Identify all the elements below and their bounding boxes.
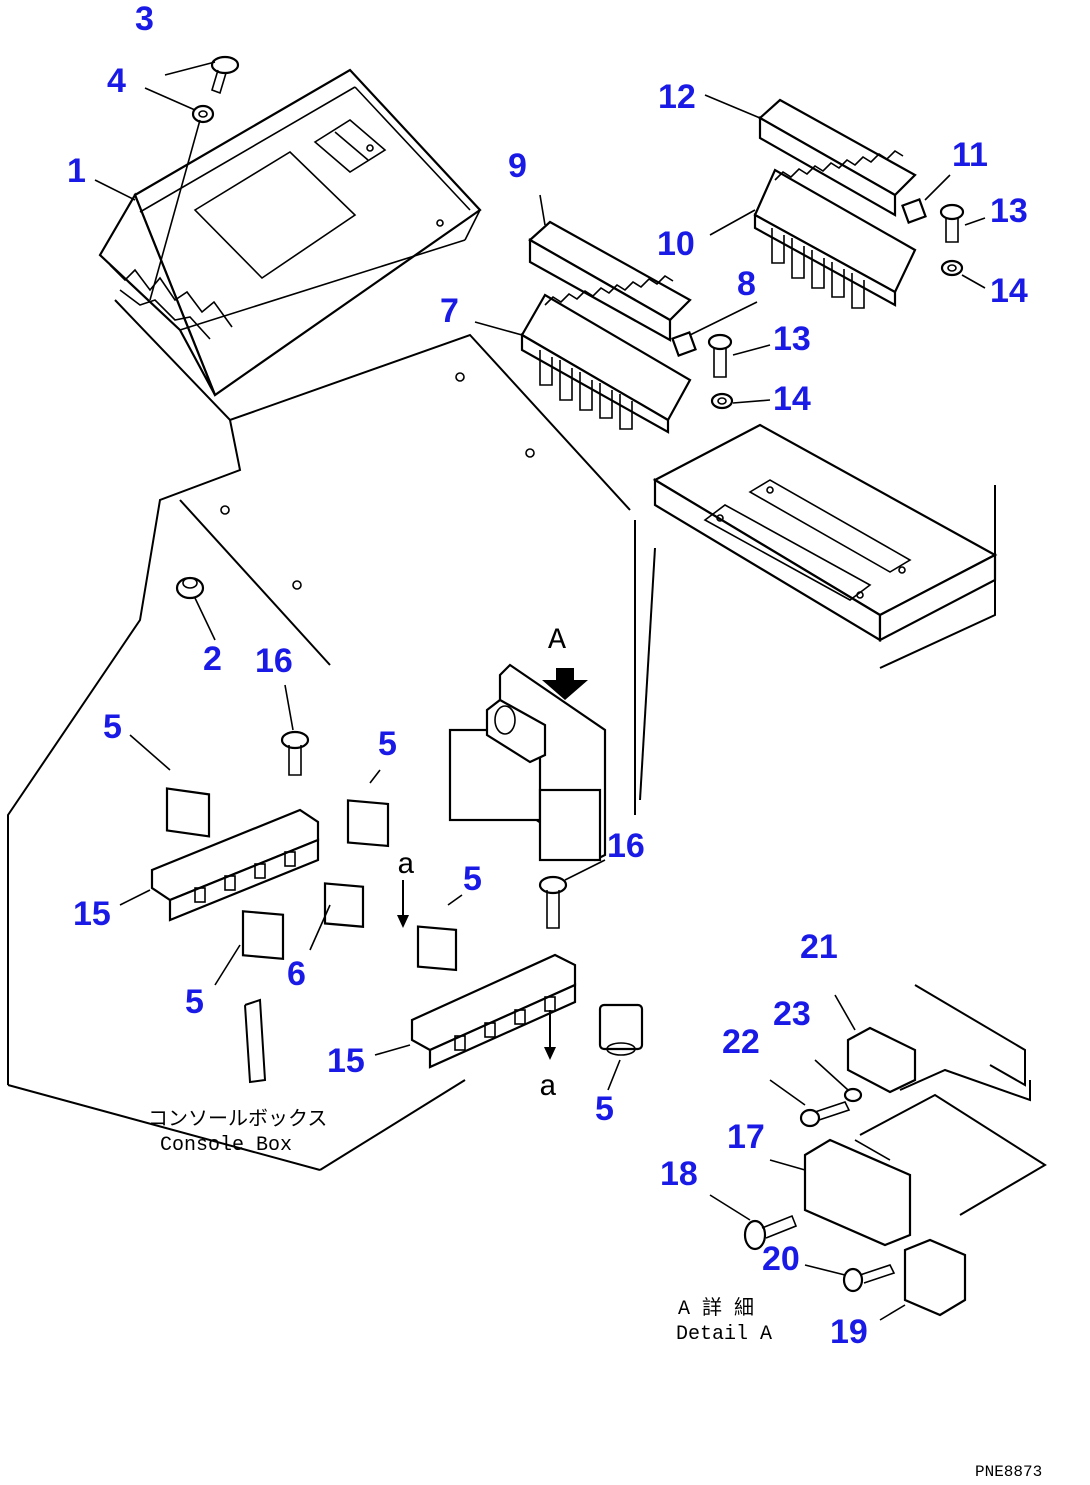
callout-1: 1 bbox=[67, 152, 86, 190]
relay-5-e bbox=[598, 1003, 644, 1056]
view-arrow-A bbox=[542, 668, 588, 700]
fuse-tray bbox=[652, 423, 998, 669]
callout-13-b: 13 bbox=[773, 320, 811, 358]
callout-19: 19 bbox=[830, 1313, 868, 1351]
detail-label-en: Detail A bbox=[676, 1323, 772, 1346]
callout-11: 11 bbox=[952, 136, 988, 174]
callout-15-b: 15 bbox=[327, 1042, 365, 1080]
callout-20: 20 bbox=[762, 1240, 800, 1278]
callout-4: 4 bbox=[107, 62, 126, 100]
bolt-20 bbox=[842, 1264, 896, 1293]
washer-4 bbox=[191, 104, 215, 124]
callout-14-b: 14 bbox=[773, 380, 811, 418]
callout-23: 23 bbox=[773, 995, 811, 1033]
screw-3 bbox=[210, 55, 240, 95]
callout-15-a: 15 bbox=[73, 895, 111, 933]
callout-18: 18 bbox=[660, 1155, 698, 1193]
callout-2: 2 bbox=[203, 640, 222, 678]
callout-21: 21 bbox=[800, 928, 838, 966]
callout-14-a: 14 bbox=[990, 272, 1028, 310]
detail-a-bracket bbox=[859, 984, 1047, 1216]
grommet bbox=[175, 576, 205, 600]
clip-11 bbox=[901, 198, 927, 224]
callout-6: 6 bbox=[287, 955, 306, 993]
callout-10: 10 bbox=[657, 225, 695, 263]
callout-5-c: 5 bbox=[463, 860, 482, 898]
callout-5-a: 5 bbox=[103, 708, 122, 746]
bolt-16-a bbox=[280, 730, 310, 776]
callout-12: 12 bbox=[658, 78, 696, 116]
callout-3: 3 bbox=[135, 0, 154, 38]
relay-bracket-assembly bbox=[448, 663, 607, 862]
unit-17 bbox=[803, 1138, 912, 1247]
relay-bracket-15-b bbox=[410, 953, 577, 1069]
relay-5-a bbox=[165, 787, 211, 838]
bolt-16-b bbox=[538, 875, 568, 929]
fuse-box-10 bbox=[753, 149, 917, 309]
view-marker-label: A bbox=[548, 624, 566, 658]
callout-5-d: 5 bbox=[185, 983, 204, 1021]
controller-unit bbox=[98, 68, 482, 397]
relay-5-c bbox=[241, 910, 285, 960]
console-box-outline bbox=[7, 299, 656, 1171]
screw-13-a bbox=[939, 203, 965, 243]
callout-5-e: 5 bbox=[595, 1090, 614, 1128]
screw-13-b bbox=[707, 333, 733, 378]
relay-5-b bbox=[346, 799, 390, 848]
drawing-code: PNE8873 bbox=[975, 1463, 1042, 1481]
leader-lines bbox=[94, 61, 986, 1321]
detail-label-jp: A 詳 細 bbox=[678, 1296, 754, 1321]
relay-5-d bbox=[416, 925, 458, 972]
clip-8 bbox=[671, 331, 697, 357]
washer-23 bbox=[843, 1087, 863, 1103]
callout-7: 7 bbox=[440, 292, 459, 330]
arrow-a-bottom bbox=[544, 1010, 556, 1060]
callout-17: 17 bbox=[727, 1118, 765, 1156]
relay-21 bbox=[846, 1026, 917, 1094]
relay-6 bbox=[323, 882, 365, 928]
callout-13-a: 13 bbox=[990, 192, 1028, 230]
arrow-a-top bbox=[397, 880, 409, 928]
callout-8: 8 bbox=[737, 265, 756, 303]
washer-14-b bbox=[710, 392, 734, 410]
callout-16-b: 16 bbox=[607, 827, 645, 865]
callout-16-a: 16 bbox=[255, 642, 293, 680]
callout-22: 22 bbox=[722, 1023, 760, 1061]
small-bracket bbox=[244, 998, 267, 1084]
callout-9: 9 bbox=[508, 147, 527, 185]
relay-bracket-15-a bbox=[150, 808, 320, 922]
callout-labels: 3 4 1 2 9 12 11 13 10 14 8 7 13 14 16 5 … bbox=[67, 0, 1028, 1351]
arrow-marker-bottom-label: a bbox=[539, 1071, 557, 1105]
console-box-label-en: Console Box bbox=[160, 1134, 292, 1157]
arrow-marker-top-label: a bbox=[397, 849, 415, 883]
bolt-18 bbox=[743, 1214, 798, 1251]
console-box-label-jp: コンソールボックス bbox=[148, 1107, 327, 1132]
fuse-box-7 bbox=[520, 274, 692, 434]
washer-14-a bbox=[940, 259, 964, 277]
callout-5-b: 5 bbox=[378, 725, 397, 763]
unit-19 bbox=[903, 1238, 967, 1317]
bolt-22 bbox=[799, 1101, 851, 1128]
